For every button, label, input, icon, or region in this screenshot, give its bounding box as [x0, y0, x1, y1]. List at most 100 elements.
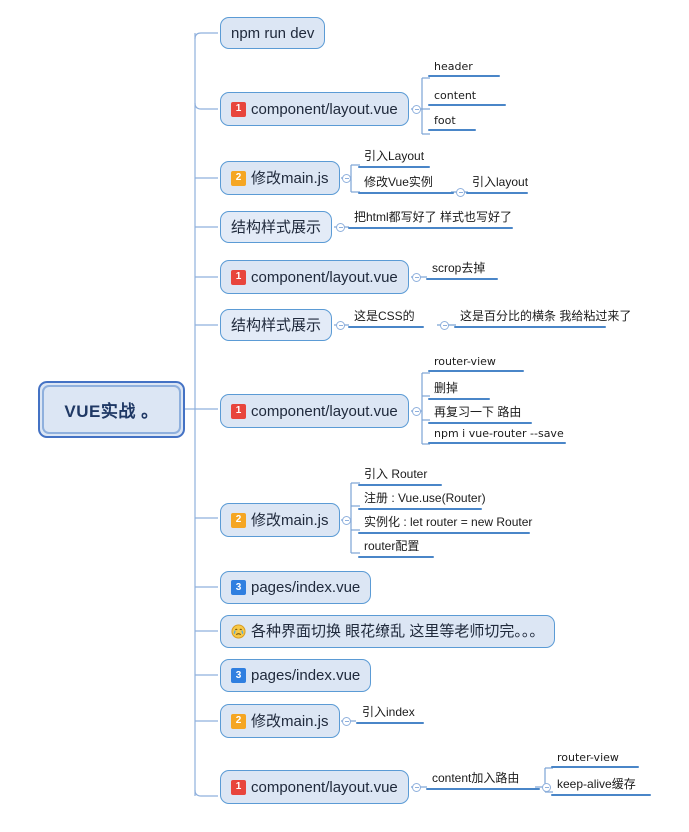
- leaf-content[interactable]: content: [428, 89, 506, 109]
- node-label: pages/index.vue: [251, 667, 361, 684]
- node-label: pages/index.vue: [251, 579, 361, 596]
- leaf-label: 把html都写好了 样式也写好了: [354, 210, 513, 224]
- collapse-toggle-layout-1[interactable]: [412, 105, 421, 114]
- leaf-content-add-route[interactable]: content加入路由: [426, 769, 540, 793]
- badge-2-icon: 2: [231, 170, 246, 186]
- root-node[interactable]: VUE实战 。: [38, 381, 185, 438]
- leaf-import-layout-capital[interactable]: 引入Layout: [358, 147, 430, 171]
- node-label: 结构样式展示: [231, 316, 322, 334]
- leaf-label: 删掉: [434, 381, 459, 395]
- leaf-underline: [551, 766, 639, 769]
- leaf-underline: [428, 442, 566, 445]
- node-npm-run-dev[interactable]: npm run dev: [220, 17, 326, 49]
- collapse-toggle-content-add-route[interactable]: [542, 783, 551, 792]
- node-label: component/layout.vue: [251, 100, 398, 118]
- badge-2-icon: 2: [231, 713, 246, 729]
- node-label: component/layout.vue: [251, 778, 398, 796]
- leaf-register-router[interactable]: 注册 : Vue.use(Router): [358, 489, 486, 513]
- leaf-import-layout-lower[interactable]: 引入layout: [466, 173, 528, 197]
- node-label: npm run dev: [231, 24, 315, 42]
- leaf-label: scrop去掉: [432, 261, 486, 275]
- leaf-import-index[interactable]: 引入index: [356, 703, 424, 727]
- node-ui-switch-note[interactable]: 各种界面切换 眼花缭乱 这里等老师切完。。。: [220, 615, 556, 648]
- root-node-inner: VUE实战 。: [42, 385, 181, 434]
- collapse-toggle-struct-2[interactable]: [336, 321, 345, 330]
- badge-3-icon: 3: [231, 580, 246, 595]
- node-modify-main-js-1[interactable]: 2 修改main.js: [220, 161, 340, 195]
- leaf-underline: [466, 192, 528, 195]
- badge-1-icon: 1: [231, 779, 246, 795]
- node-component-layout-vue-3[interactable]: 1 component/layout.vue: [220, 394, 409, 428]
- collapse-toggle-layout-4[interactable]: [412, 783, 421, 792]
- node-label: 结构样式展示: [231, 218, 322, 236]
- leaf-label: 实例化 : let router = new Router: [364, 515, 533, 529]
- leaf-underline: [358, 532, 530, 535]
- leaf-foot[interactable]: foot: [428, 114, 476, 134]
- leaf-label: content: [434, 89, 477, 102]
- node-label: 修改main.js: [251, 169, 329, 187]
- leaf-underline: [348, 227, 513, 230]
- leaf-import-router[interactable]: 引入 Router: [358, 465, 442, 489]
- leaf-underline: [358, 508, 482, 511]
- collapse-toggle-layout-2[interactable]: [412, 273, 421, 282]
- badge-2-icon: 2: [231, 512, 246, 528]
- root-label: VUE实战 。: [64, 402, 159, 421]
- leaf-label: router配置: [364, 539, 420, 553]
- leaf-label: foot: [434, 114, 456, 127]
- leaf-underline: [358, 484, 442, 487]
- leaf-this-is-css[interactable]: 这是CSS的: [348, 307, 424, 331]
- leaf-label: npm i vue-router --save: [434, 427, 564, 440]
- badge-1-icon: 1: [231, 101, 246, 117]
- badge-1-icon: 1: [231, 403, 246, 419]
- badge-1-icon: 1: [231, 269, 246, 285]
- leaf-label: content加入路由: [432, 771, 520, 785]
- leaf-percent-bar[interactable]: 这是百分比的横条 我给粘过来了: [454, 307, 632, 331]
- leaf-router-view-2[interactable]: router-view: [551, 751, 639, 771]
- leaf-underline: [428, 75, 500, 78]
- node-modify-main-js-3[interactable]: 2 修改main.js: [220, 704, 340, 738]
- leaf-label: router-view: [434, 355, 496, 368]
- leaf-label: 修改Vue实例: [364, 175, 433, 189]
- collapse-toggle-struct-1[interactable]: [336, 223, 345, 232]
- leaf-underline: [358, 192, 454, 195]
- leaf-router-view-1[interactable]: router-view: [428, 355, 524, 375]
- leaf-label: router-view: [557, 751, 619, 764]
- leaf-review-router[interactable]: 再复习一下 路由: [428, 403, 532, 427]
- leaf-delete[interactable]: 删掉: [428, 379, 490, 403]
- collapse-toggle-layout-3[interactable]: [412, 407, 421, 416]
- leaf-label: 这是百分比的横条 我给粘过来了: [460, 309, 632, 323]
- leaf-label: 引入Layout: [364, 149, 425, 163]
- leaf-underline: [428, 370, 524, 373]
- leaf-modify-vue-instance[interactable]: 修改Vue实例: [358, 173, 454, 197]
- node-structure-style-display-1[interactable]: 结构样式展示: [220, 211, 333, 243]
- collapse-toggle-this-is-css[interactable]: [440, 321, 449, 330]
- leaf-underline: [348, 326, 424, 329]
- node-component-layout-vue-1[interactable]: 1 component/layout.vue: [220, 92, 409, 126]
- node-modify-main-js-2[interactable]: 2 修改main.js: [220, 503, 340, 537]
- node-label: 各种界面切换 眼花缭乱 这里等老师切完。。。: [251, 623, 545, 640]
- node-pages-index-vue-2[interactable]: 3 pages/index.vue: [220, 659, 372, 692]
- leaf-scrop-remove[interactable]: scrop去掉: [426, 259, 498, 283]
- leaf-label: 这是CSS的: [354, 309, 415, 323]
- collapse-toggle-modify-vue-instance[interactable]: [456, 188, 465, 197]
- leaf-underline: [428, 129, 476, 132]
- collapse-toggle-main-2[interactable]: [342, 516, 351, 525]
- node-pages-index-vue-1[interactable]: 3 pages/index.vue: [220, 571, 372, 604]
- leaf-label: 引入index: [362, 705, 415, 719]
- leaf-instantiate-router[interactable]: 实例化 : let router = new Router: [358, 513, 533, 537]
- node-structure-style-display-2[interactable]: 结构样式展示: [220, 309, 333, 341]
- leaf-router-config[interactable]: router配置: [358, 537, 434, 561]
- leaf-underline: [454, 326, 606, 329]
- collapse-toggle-main-1[interactable]: [342, 174, 351, 183]
- leaf-npm-i-vue-router[interactable]: npm i vue-router --save: [428, 427, 566, 447]
- leaf-keep-alive-cache[interactable]: keep-alive缓存: [551, 775, 651, 799]
- leaf-underline: [426, 788, 540, 791]
- leaf-header[interactable]: header: [428, 60, 500, 80]
- leaf-underline: [428, 104, 506, 107]
- leaf-label: 注册 : Vue.use(Router): [364, 491, 486, 505]
- node-component-layout-vue-4[interactable]: 1 component/layout.vue: [220, 770, 409, 804]
- node-label: component/layout.vue: [251, 268, 398, 286]
- leaf-html-done[interactable]: 把html都写好了 样式也写好了: [348, 208, 513, 232]
- node-component-layout-vue-2[interactable]: 1 component/layout.vue: [220, 260, 409, 294]
- collapse-toggle-main-3[interactable]: [342, 717, 351, 726]
